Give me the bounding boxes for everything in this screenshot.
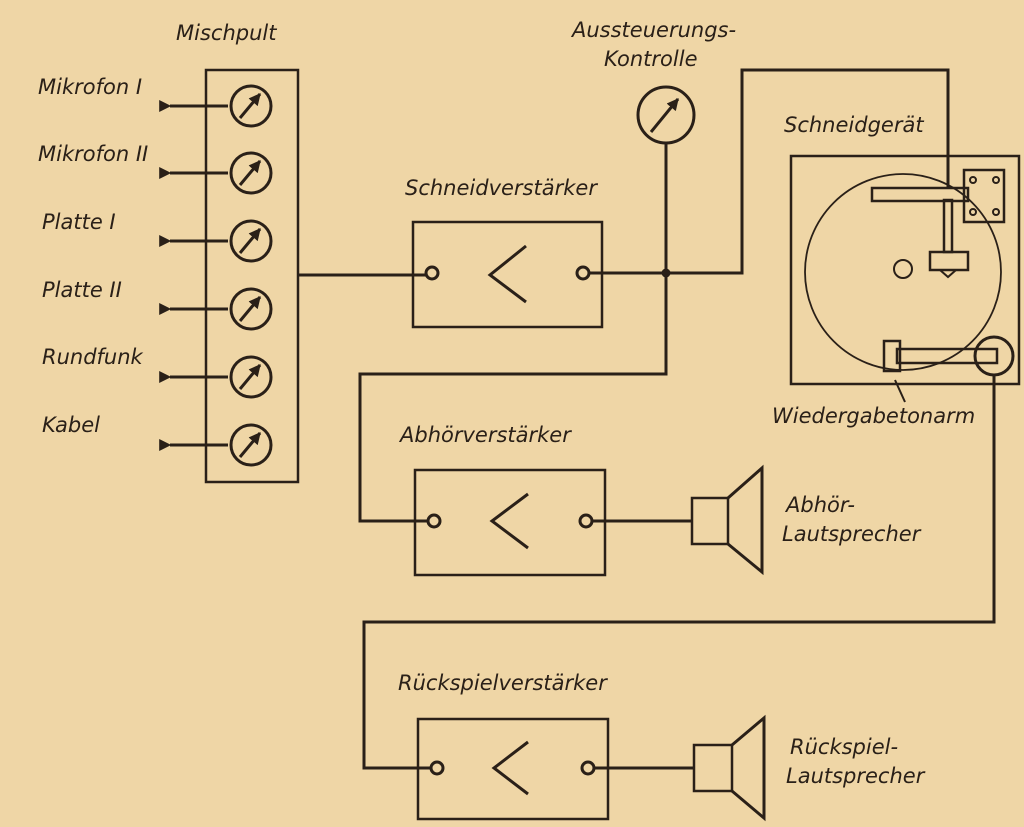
wire-cutting-amp-to-cutter bbox=[589, 68, 950, 275]
monitor-amp-box bbox=[413, 468, 607, 577]
mixer-input-4: Platte II bbox=[42, 278, 273, 331]
cutter-stem bbox=[942, 198, 954, 254]
disc-platter bbox=[804, 173, 1002, 371]
tonearm-pivot bbox=[973, 335, 1015, 377]
monitor-speaker-label-line2: Lautsprecher bbox=[782, 522, 922, 546]
level-meter-title-line1: Aussteuerungs- bbox=[570, 18, 736, 42]
mixer-input-2: Mikrofon II bbox=[38, 142, 273, 195]
loudspeaker-icon bbox=[690, 464, 764, 576]
monitor-speaker-label-line1: Abhör- bbox=[784, 493, 855, 517]
cutter-title: Schneidgerät bbox=[784, 113, 924, 137]
playback-speaker-cone bbox=[731, 714, 766, 822]
playback-amp-title: Rückspielverstärker bbox=[398, 671, 608, 695]
monitor-speaker-cone bbox=[727, 464, 764, 576]
meter-dial-icon bbox=[229, 423, 273, 467]
meter-dial-icon bbox=[229, 355, 273, 399]
amplifier-symbol-icon bbox=[491, 740, 529, 796]
playback-amp-box bbox=[416, 717, 610, 821]
input-label-platte-1: Platte I bbox=[42, 210, 116, 234]
cutter-head bbox=[928, 250, 970, 272]
mixer-input-1: Mikrofon I bbox=[38, 75, 273, 128]
mixer-panel bbox=[204, 68, 300, 484]
turntable-icon bbox=[789, 154, 1021, 386]
mixer-input-3: Platte I bbox=[42, 210, 273, 263]
cutter-arm bbox=[870, 186, 970, 203]
cutting-amp-box bbox=[411, 220, 604, 329]
meter-needle bbox=[649, 98, 680, 133]
input-label-rundfunk: Rundfunk bbox=[42, 345, 144, 369]
meter-dial-icon bbox=[229, 84, 273, 128]
meter-dial-icon bbox=[229, 151, 273, 195]
input-label-mikrofon-1: Mikrofon I bbox=[38, 75, 142, 99]
meter-dial-icon bbox=[229, 287, 273, 331]
amplifier-symbol-icon bbox=[489, 492, 529, 550]
monitor-amp-output-terminal bbox=[578, 513, 594, 529]
cutting-amp-title: Schneidverstärker bbox=[405, 176, 598, 200]
mixer-input-6: Kabel bbox=[42, 413, 273, 467]
playback-speaker-label-line2: Lautsprecher bbox=[786, 764, 926, 788]
tonearm-label: Wiedergabetonarm bbox=[772, 404, 975, 428]
playback-speaker-magnet bbox=[692, 743, 734, 793]
wire-to-monitor-amp bbox=[358, 273, 668, 523]
input-label-platte-2: Platte II bbox=[42, 278, 122, 302]
level-meter-title-line2: Kontrolle bbox=[604, 47, 698, 71]
playback-amp-input-terminal bbox=[429, 760, 445, 776]
playback-amp-output-terminal bbox=[580, 760, 596, 776]
disc-spindle bbox=[893, 259, 913, 279]
playback-amp bbox=[416, 717, 610, 821]
monitor-amp-title: Abhörverstärker bbox=[398, 423, 572, 447]
meter-dial-icon bbox=[229, 219, 273, 263]
cutter-frame bbox=[789, 154, 1021, 386]
level-meter bbox=[636, 85, 696, 145]
input-label-mikrofon-2: Mikrofon II bbox=[38, 142, 148, 166]
mixer-title: Mischpult bbox=[176, 21, 277, 45]
input-label-kabel: Kabel bbox=[42, 413, 100, 437]
tonearm-head bbox=[882, 339, 902, 373]
cutter-stylus bbox=[939, 269, 957, 279]
cutter-mount-plate bbox=[962, 168, 1006, 224]
wire-tonearm-to-playback-amp bbox=[362, 375, 996, 770]
cutting-amp bbox=[411, 220, 604, 329]
monitor-speaker-magnet bbox=[690, 496, 730, 546]
tonearm-bar bbox=[895, 347, 999, 365]
loudspeaker-icon bbox=[692, 714, 766, 822]
tonearm-leader bbox=[894, 379, 906, 403]
monitor-amp bbox=[413, 468, 607, 577]
amplifier-symbol-icon bbox=[487, 244, 527, 304]
mixer-input-5: Rundfunk bbox=[42, 345, 273, 399]
monitor-amp-input-terminal bbox=[426, 513, 442, 529]
cutting-amp-output-terminal bbox=[575, 265, 591, 281]
cutting-amp-input-terminal bbox=[424, 265, 440, 281]
playback-speaker-label-line1: Rückspiel- bbox=[790, 735, 898, 759]
